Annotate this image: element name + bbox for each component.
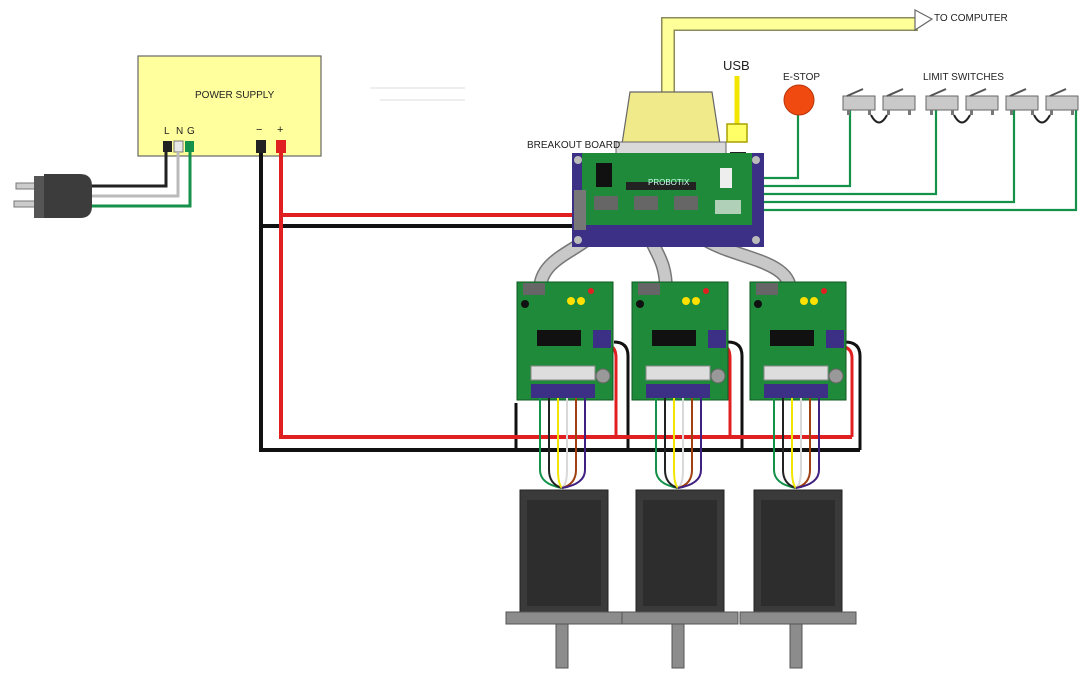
input-wires	[762, 110, 1078, 212]
limit-switch-icon	[1005, 88, 1051, 124]
power-supply-label: POWER SUPPLY	[195, 90, 275, 101]
motor-wires	[773, 398, 820, 489]
estop-label: E-STOP	[783, 72, 821, 83]
stepper-motor-icon	[739, 489, 857, 669]
limit-switch-group	[842, 88, 1079, 124]
limit-switch-icon	[1045, 88, 1079, 115]
stepper-motor-icon	[621, 489, 739, 669]
stepper-motor-group	[505, 398, 857, 669]
limit-switches-label: LIMIT SWITCHES	[923, 72, 1004, 83]
ac-cord	[90, 152, 192, 208]
ac-plug-icon	[13, 174, 92, 218]
breakout-board	[572, 153, 764, 247]
limit-switch-icon	[925, 88, 971, 124]
dc-power-wires	[259, 153, 862, 452]
to-computer-label: TO COMPUTER	[934, 13, 1008, 24]
stepper-driver-icon	[631, 281, 729, 401]
power-supply	[137, 55, 322, 157]
usb-label: USB	[723, 58, 750, 73]
motor-wires	[539, 398, 586, 489]
parallel-cable	[615, 9, 934, 155]
terminal-n-label: N	[176, 126, 184, 137]
limit-switch-icon	[842, 88, 888, 124]
breakout-board-label: BREAKOUT BOARD	[527, 140, 621, 151]
limit-switch-icon	[882, 88, 916, 115]
stepper-driver-icon	[749, 281, 847, 401]
terminal-minus-label: −	[256, 124, 263, 136]
limit-switch-icon	[965, 88, 999, 115]
board-brand-label: PROBOTIX	[648, 178, 690, 187]
terminal-l-label: L	[164, 126, 170, 137]
stepper-driver-icon	[516, 281, 614, 401]
terminal-g-label: G	[187, 126, 195, 137]
stepper-motor-icon	[505, 489, 623, 669]
estop-button-icon	[783, 84, 815, 116]
motor-wires	[655, 398, 702, 489]
stepper-driver-group	[516, 281, 847, 401]
terminal-plus-label: +	[277, 124, 284, 136]
usb-cable	[726, 76, 748, 164]
